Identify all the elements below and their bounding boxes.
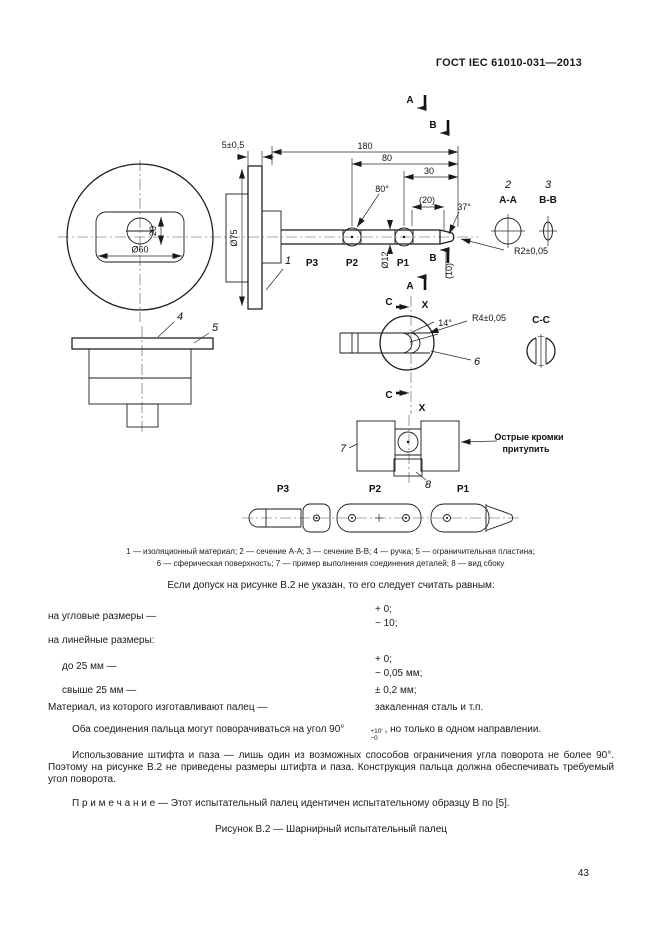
callout-7: 7	[340, 443, 347, 455]
note-paragraph: П р и м е ч а н и е — Этот испытательный…	[72, 798, 510, 809]
tolerance-row-over25: свыше 25 мм — ± 0,2 мм;	[48, 685, 614, 697]
segment-label-p1: Р1	[397, 258, 410, 269]
marker-a-top: А	[406, 95, 413, 106]
dim-finger-dia: Ø12	[380, 251, 390, 268]
dim-tip-radius: R2±0,05	[514, 246, 548, 256]
dim-angle80: 80°	[375, 184, 389, 194]
tolerance-row-angular: на угловые размеры — + 0; − 10;	[48, 604, 614, 630]
sharp-edges-note-line2: притупить	[502, 444, 549, 454]
angle-tolerance-stack: +10′−0	[346, 728, 383, 742]
paragraph-rotation: Оба соединения пальца могут поворачивать…	[48, 724, 614, 742]
section-bb-view: 3 В-В	[539, 179, 557, 246]
segment-bottom-label-p3: Р3	[277, 484, 290, 495]
sharp-edges-note-line1: Острые кромки	[494, 432, 563, 442]
figure-caption: Рисунок В.2 — Шарнирный испытательный па…	[214, 824, 447, 835]
angle-tolerance-sub: −0	[370, 734, 378, 742]
dim-total-length: 180	[357, 141, 372, 151]
segment-label-p3: Р3	[306, 258, 319, 269]
finger-side-view: Р3 Р2 Р1 Ø12 (10)	[281, 220, 455, 279]
marker-x-upper: X	[422, 300, 429, 311]
upto25-label: до 25 мм —	[62, 661, 117, 672]
callout-1: 1	[285, 255, 291, 267]
joint-assembly-view: 7 8 Острые кромки притупить	[340, 420, 564, 491]
dim-len30: 30	[424, 166, 434, 176]
marker-a-low: А	[406, 281, 413, 292]
disc-front-view: Ø60 20	[66, 163, 214, 311]
section-aa-view: 2 А-А	[491, 179, 525, 248]
over25-label: свыше 25 мм —	[62, 685, 137, 696]
angle-tolerance-sup: +10′	[370, 728, 383, 735]
centerlines	[58, 160, 520, 519]
paragraph-pin-slot: Использование штифта и паза — лишь один …	[48, 750, 614, 785]
segment-bottom-label-p1: Р1	[457, 484, 470, 495]
section-aa-label: А-А	[499, 195, 517, 206]
marker-b-top: В	[429, 120, 436, 131]
section-cc-label: С-С	[532, 315, 550, 326]
segment-bottom-label-p2: Р2	[369, 484, 382, 495]
section-plane-markers: А В В А	[406, 95, 450, 292]
tolerance-row-upto25: до 25 мм — + 0; − 0,05 мм;	[48, 654, 614, 680]
marker-x-lower: X	[419, 403, 426, 414]
segment-label-p2: Р2	[346, 258, 359, 269]
callout-2: 2	[504, 179, 511, 191]
upto25-value-top: + 0;	[375, 654, 392, 665]
material-row: Материал, из которого изготавливают пале…	[48, 702, 614, 714]
material-label: Материал, из которого изготавливают пале…	[48, 702, 268, 713]
dim-handle-dia: Ø60	[131, 245, 148, 255]
dim-plate-thickness: 5±0,5	[222, 140, 244, 150]
tolerance-intro: Если допуск на рисунке В.2 не указан, то…	[167, 580, 495, 591]
dim-groove-radius: R4±0,05	[472, 313, 506, 323]
angular-label: на угловые размеры —	[48, 611, 157, 622]
angular-value-bottom: − 10;	[375, 618, 398, 629]
body-text: Если допуск на рисунке В.2 не указан, то…	[48, 580, 614, 836]
angular-value-top: + 0;	[375, 604, 392, 615]
figure-legend: 1 — изоляционный материал; 2 — сечение А…	[0, 546, 661, 569]
stop-plate-side-view: 5±0,5 Ø75 1	[222, 140, 291, 310]
material-value: закаленная сталь и т.п.	[375, 702, 484, 713]
dimension-layer: 180 80 30 (20) 80° 37° R2±0,05	[271, 141, 548, 256]
marker-c-upper: С	[385, 297, 392, 308]
handle-side-view: 4 5	[71, 311, 219, 428]
legend-line-1: 1 — изоляционный материал; 2 — сечение А…	[126, 547, 535, 556]
segment-views-bottom: Р3 Р2 Р1	[248, 484, 514, 533]
dim-handle-height: 20	[148, 226, 158, 236]
marker-c-lower: С	[385, 390, 392, 401]
dim-plate-dia: Ø75	[229, 229, 239, 246]
paragraph-rotation-tail: , но только в одном направлении.	[384, 724, 542, 735]
section-bb-label: В-В	[539, 195, 557, 206]
callout-5: 5	[212, 322, 219, 334]
section-cc-view: С-С	[526, 315, 556, 368]
callout-8: 8	[425, 479, 432, 491]
marker-b-low: В	[429, 253, 436, 264]
callout-4: 4	[177, 311, 183, 323]
joint-detail-view: С X С X 14° R4±0,05 6	[339, 297, 506, 414]
upto25-value-bottom: − 0,05 мм;	[375, 668, 423, 679]
dim-len10: (10)	[444, 263, 454, 279]
callout-6: 6	[474, 356, 481, 368]
over25-value: ± 0,2 мм;	[375, 685, 417, 696]
figure-b2-drawing: Ø60 20 5±0,5 Ø75 1	[58, 95, 564, 533]
dim-angle14: 14°	[438, 318, 452, 328]
dim-angle37: 37°	[457, 202, 471, 212]
paragraph-rotation-text: Оба соединения пальца могут поворачивать…	[72, 724, 345, 735]
dim-len20: (20)	[419, 195, 435, 205]
dim-len80: 80	[382, 153, 392, 163]
doc-number: ГОСТ IEC 61010-031—2013	[435, 57, 582, 69]
callout-3: 3	[545, 179, 552, 191]
page-number: 43	[577, 868, 589, 879]
legend-line-2: 6 — сферическая поверхность; 7 — пример …	[156, 558, 505, 568]
linear-sizes-label: на линейные размеры:	[48, 635, 155, 646]
